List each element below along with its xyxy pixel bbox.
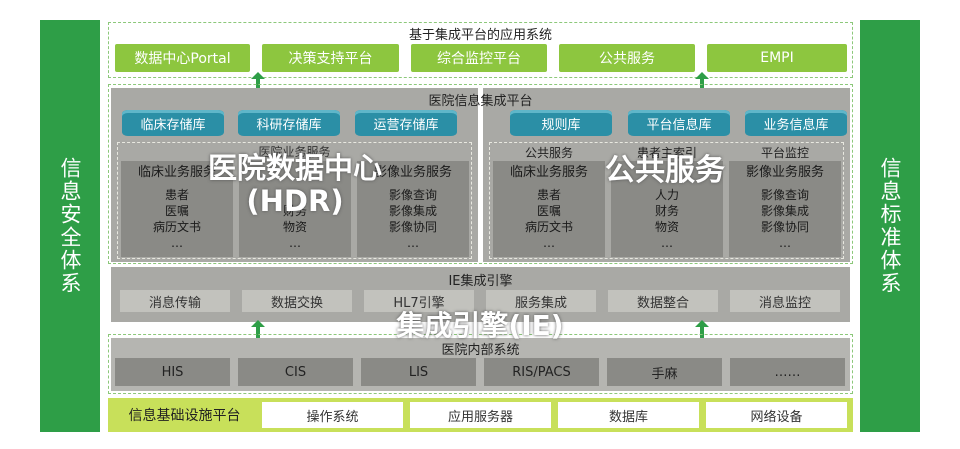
app-public[interactable]: 公共服务 — [559, 44, 695, 72]
hdr-overlay-line1: 医院数据中心 — [207, 151, 382, 185]
apps-title: 基于集成平台的应用系统 — [408, 28, 552, 43]
col-item: 病历文书 — [524, 220, 573, 234]
sys-anesthesia[interactable]: 手麻 — [607, 358, 722, 386]
col-item: 病历文书 — [152, 220, 201, 234]
ie-panel — [111, 267, 850, 322]
ie-message-transfer[interactable]: 消息传输 — [120, 290, 230, 312]
hdr-services-label: 医院业务服务 — [258, 145, 331, 159]
col-item: 物资 — [654, 220, 679, 234]
repo-business[interactable]: 业务信息库 — [745, 110, 847, 136]
ie-hl7-engine[interactable]: HL7引擎 — [364, 290, 474, 312]
sys-ris-pacs[interactable]: RIS/PACS — [484, 358, 599, 386]
col-item: … — [407, 236, 419, 250]
right-sidebar: 信息标准体系 — [860, 20, 920, 432]
ps-label-public: 公共服务 — [524, 146, 573, 160]
col-item: … — [779, 236, 791, 250]
app-monitor[interactable]: 综合监控平台 — [411, 44, 547, 72]
col-item: 医嘱 — [164, 204, 189, 218]
col-item: 患者 — [536, 188, 561, 202]
sys-his[interactable]: HIS — [115, 358, 230, 386]
ps-label-empi: 患者主索引 — [636, 146, 697, 160]
ps-col-hr[interactable]: 人力 财务 物资 … — [611, 161, 723, 257]
col-title: 临床业务服务 — [509, 165, 588, 180]
hdr-overlay-title: 医院数据中心 (HDR) — [180, 151, 410, 219]
repo-rules[interactable]: 规则库 — [510, 110, 612, 136]
col-item: 财务 — [654, 204, 679, 218]
sys-more[interactable]: …… — [730, 358, 845, 386]
ie-service-integration[interactable]: 服务集成 — [486, 290, 596, 312]
app-empi[interactable]: EMPI — [707, 44, 847, 72]
col-item: 人力 — [654, 188, 679, 202]
infra-network[interactable]: 网络设备 — [706, 402, 847, 428]
ps-overlay-title: 公共服务 — [605, 153, 725, 188]
col-item: 影像查询 — [388, 188, 437, 202]
col-item: 影像集成 — [388, 204, 437, 218]
repo-operations[interactable]: 运营存储库 — [355, 110, 457, 136]
repo-platform[interactable]: 平台信息库 — [628, 110, 730, 136]
col-item: … — [661, 236, 673, 250]
hdr-overlay-line2: (HDR) — [246, 184, 344, 219]
hip-title: 医院信息集成平台 — [428, 94, 533, 109]
repo-research[interactable]: 科研存储库 — [238, 110, 340, 136]
internal-title: 医院内部系统 — [441, 343, 520, 358]
standard-system-label: 信息标准体系 — [878, 157, 902, 295]
ie-data-integration[interactable]: 数据整合 — [608, 290, 718, 312]
ie-message-monitor[interactable]: 消息监控 — [730, 290, 840, 312]
ps-col-clinical[interactable]: 临床业务服务 患者 医嘱 病历文书 … — [493, 161, 605, 257]
col-item: 财务 — [282, 204, 307, 218]
repo-clinical[interactable]: 临床存储库 — [122, 110, 224, 136]
infra-database[interactable]: 数据库 — [558, 402, 699, 428]
col-item: 影像协同 — [388, 220, 437, 234]
app-portal[interactable]: 数据中心Portal — [115, 44, 250, 72]
infra-app-server[interactable]: 应用服务器 — [410, 402, 551, 428]
col-item: 患者 — [164, 188, 189, 202]
col-item: 物资 — [282, 220, 307, 234]
ie-title: IE集成引擎 — [448, 274, 513, 289]
col-item: 影像查询 — [760, 188, 809, 202]
col-item: … — [543, 236, 555, 250]
ie-overlay-title: 集成引擎(IE) — [396, 309, 564, 342]
col-item: … — [289, 236, 301, 250]
sys-lis[interactable]: LIS — [361, 358, 476, 386]
internal-panel — [111, 338, 850, 391]
hip-section — [108, 84, 853, 264]
col-item: 医嘱 — [536, 204, 561, 218]
left-sidebar: 信息安全体系 — [40, 20, 100, 432]
apps-section — [108, 22, 853, 78]
col-item: 影像集成 — [760, 204, 809, 218]
infra-label: 信息基础设施平台 — [128, 408, 241, 424]
hdr-services-box — [117, 142, 472, 259]
app-decision[interactable]: 决策支持平台 — [262, 44, 399, 72]
col-item: … — [171, 236, 183, 250]
security-system-label: 信息安全体系 — [58, 157, 82, 295]
ps-label-monitor: 平台监控 — [760, 146, 809, 160]
col-title: 影像业务服务 — [373, 165, 452, 180]
ps-col-imaging[interactable]: 影像业务服务 影像查询 影像集成 影像协同 … — [729, 161, 841, 257]
hdr-col-clinical[interactable]: 临床业务服务 患者 医嘱 病历文书 … — [121, 161, 233, 257]
sys-cis[interactable]: CIS — [238, 358, 353, 386]
col-title: 临床业务服务 — [137, 165, 216, 180]
ie-data-exchange[interactable]: 数据交换 — [242, 290, 352, 312]
col-title: 影像业务服务 — [745, 165, 824, 180]
hdr-col-imaging[interactable]: 影像业务服务 影像查询 影像集成 影像协同 … — [357, 161, 469, 257]
hdr-col-operations[interactable]: 财务 物资 … — [239, 161, 351, 257]
col-item: 影像协同 — [760, 220, 809, 234]
internal-section — [108, 334, 853, 394]
public-services-box — [489, 142, 844, 259]
infra-os[interactable]: 操作系统 — [262, 402, 403, 428]
